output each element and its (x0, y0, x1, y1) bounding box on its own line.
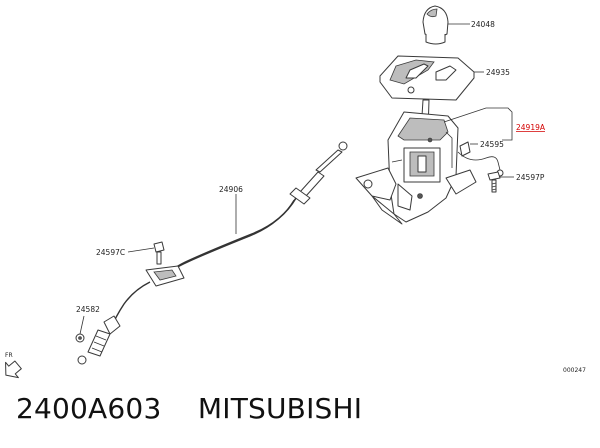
part-label-indicator-panel: 24935 (486, 68, 510, 77)
caption-part-number: 2400A603 (16, 392, 162, 425)
shift-lever-diagram: 24048 24935 24919A (5, 5, 586, 379)
panel-clip-drawing (407, 86, 415, 94)
part-number-caption: 2400A603 MITSUBISHI (16, 392, 362, 425)
caption-brand: MITSUBISHI (197, 392, 363, 425)
lever-assembly-drawing (355, 99, 477, 225)
front-direction-arrow-icon (5, 360, 22, 379)
part-label-bolt-p: 24597P (516, 173, 545, 182)
part-label-knob: 24048 (471, 20, 495, 29)
part-label-lever-assy: 24919A (516, 123, 546, 132)
diagram-code: 000247 (563, 367, 586, 374)
part-label-bolt-c: 24597C (96, 248, 125, 257)
part-label-bushing: 24582 (76, 305, 100, 314)
bolt-p-drawing (487, 171, 501, 193)
front-marker-label: FR (5, 352, 13, 359)
shift-cable-drawing (75, 141, 348, 365)
part-label-lever-switch: 24595 (480, 140, 504, 149)
lever-switch-drawing (457, 141, 504, 177)
part-label-cable: 24906 (219, 185, 243, 194)
indicator-panel-drawing (379, 55, 475, 101)
shift-knob-drawing (422, 5, 449, 45)
